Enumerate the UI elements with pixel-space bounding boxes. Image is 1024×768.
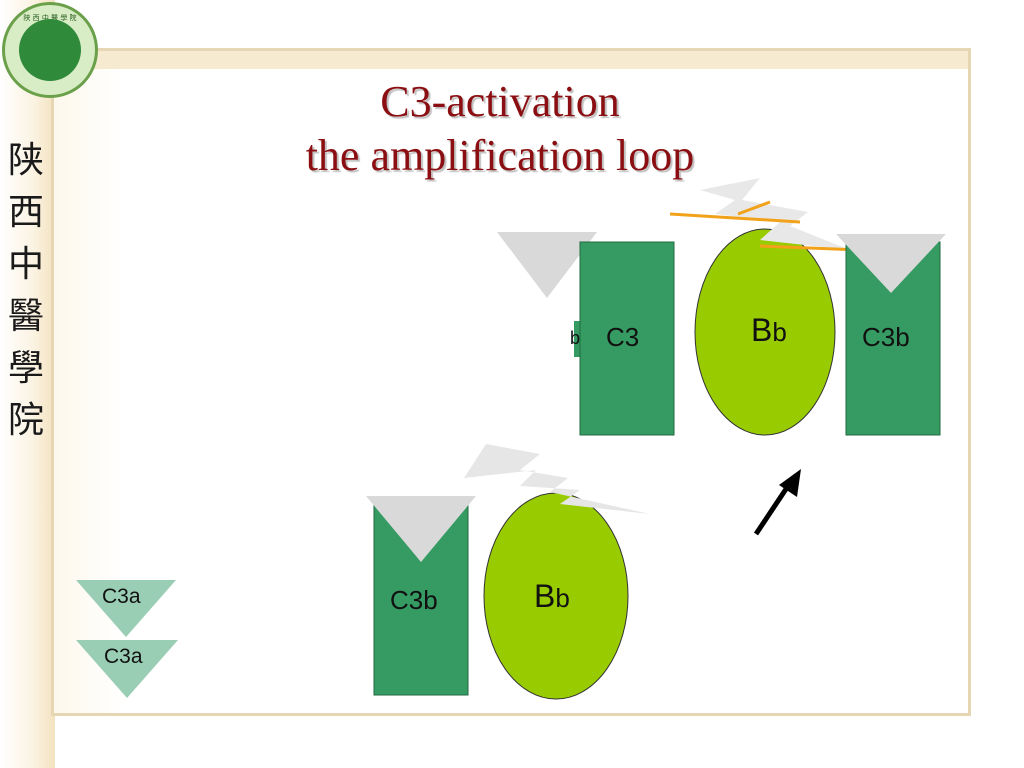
bb-ellipse-upper — [694, 228, 836, 436]
c3a-label-1: C3a — [102, 585, 141, 608]
name-char: 陕 — [7, 140, 44, 181]
name-char: 西 — [7, 192, 44, 233]
logo-emblem-icon — [19, 19, 81, 81]
title-line-1: C3-activation — [380, 77, 620, 126]
frame-top-band — [54, 51, 968, 713]
bb-big-letter: B — [534, 578, 556, 614]
c3-label: C3 — [606, 322, 640, 352]
slide-title: C3-activation the amplification loop — [150, 75, 850, 183]
c3b-label-upper: C3b — [862, 322, 910, 352]
c3a-triangle-1 — [76, 580, 176, 637]
arrow-head — [779, 469, 801, 497]
lightning-lower — [464, 444, 650, 514]
c3a-label-2: C3a — [104, 645, 143, 668]
c3b-notch-upper — [836, 234, 946, 293]
c3-side-tab — [574, 321, 584, 357]
c3-block — [579, 241, 675, 436]
bb-small-letter: b — [555, 583, 570, 613]
name-char: 中 — [7, 244, 44, 285]
name-char: 醫 — [7, 296, 44, 337]
bb-big-letter: B — [751, 312, 773, 348]
cleavage-line — [669, 212, 801, 224]
title-line-2: the amplification loop — [305, 131, 695, 180]
name-char: 院 — [7, 400, 44, 441]
name-char: 學 — [7, 348, 44, 389]
cleavage-line — [737, 200, 771, 216]
small-b-label: b — [570, 328, 581, 348]
bb-small-letter: b — [772, 317, 787, 347]
logo-text: 陕 西 中 醫 學 院 — [23, 14, 77, 22]
left-band — [0, 0, 55, 768]
university-logo: 陕 西 中 醫 學 院 — [2, 2, 98, 98]
bb-label-lower: Bb — [534, 578, 570, 615]
vertical-university-name: 陕 西 中 醫 學 院 — [2, 135, 50, 447]
bb-label-upper: Bb — [751, 312, 787, 349]
cleavage-line — [759, 244, 861, 252]
lightning-upper — [700, 178, 850, 250]
c3b-notch-lower — [366, 496, 476, 562]
cleaved-fragment-triangle — [497, 232, 597, 298]
c3a-triangle-2 — [76, 640, 178, 698]
c3b-label-lower: C3b — [390, 585, 438, 615]
